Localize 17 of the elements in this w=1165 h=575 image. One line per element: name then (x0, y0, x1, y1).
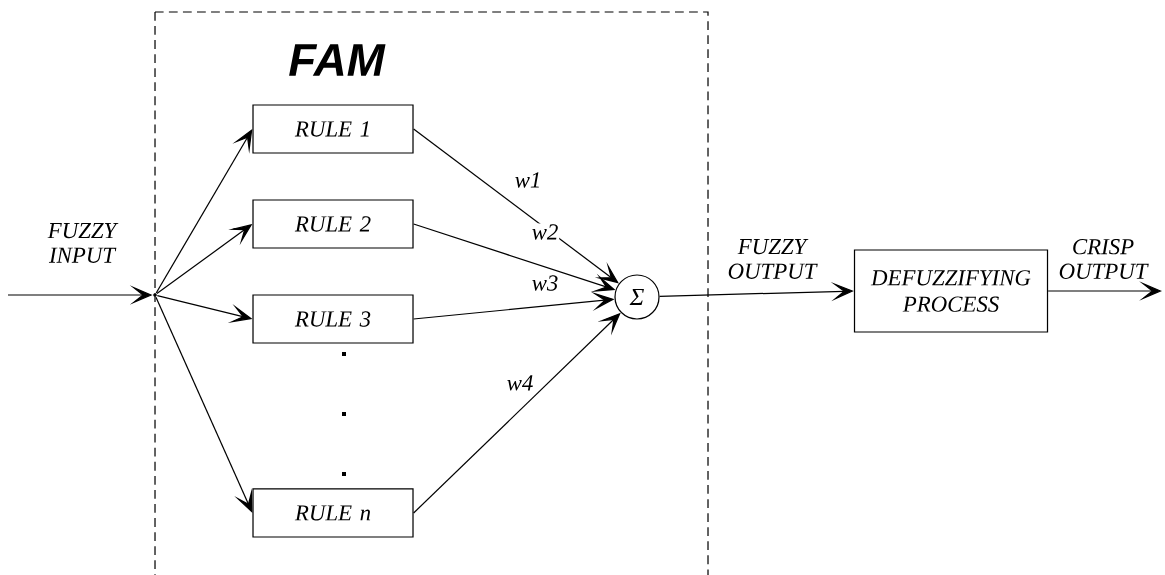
arrow (413, 128, 619, 284)
edge-label: w4 (505, 374, 535, 392)
arrow (155, 296, 253, 513)
edge-label: CRISP OUTPUT (1052, 238, 1154, 280)
edge-label: w3 (530, 274, 560, 292)
edge-label: w2 (530, 223, 560, 241)
edge-label: FUZZY INPUT (38, 222, 126, 264)
process-box: RULE n (252, 488, 414, 538)
edge-label: FUZZY OUTPUT (721, 238, 823, 280)
arrow (155, 129, 253, 294)
process-box: RULE 2 (252, 199, 414, 249)
dashed-frame (154, 11, 709, 575)
edge-label: w1 (513, 171, 543, 189)
process-box: DEFUZZIFYING PROCESS (853, 249, 1049, 333)
process-box: RULE 1 (252, 104, 414, 154)
frame-title: FAM (289, 44, 386, 76)
process-box: RULE 3 (252, 294, 414, 344)
